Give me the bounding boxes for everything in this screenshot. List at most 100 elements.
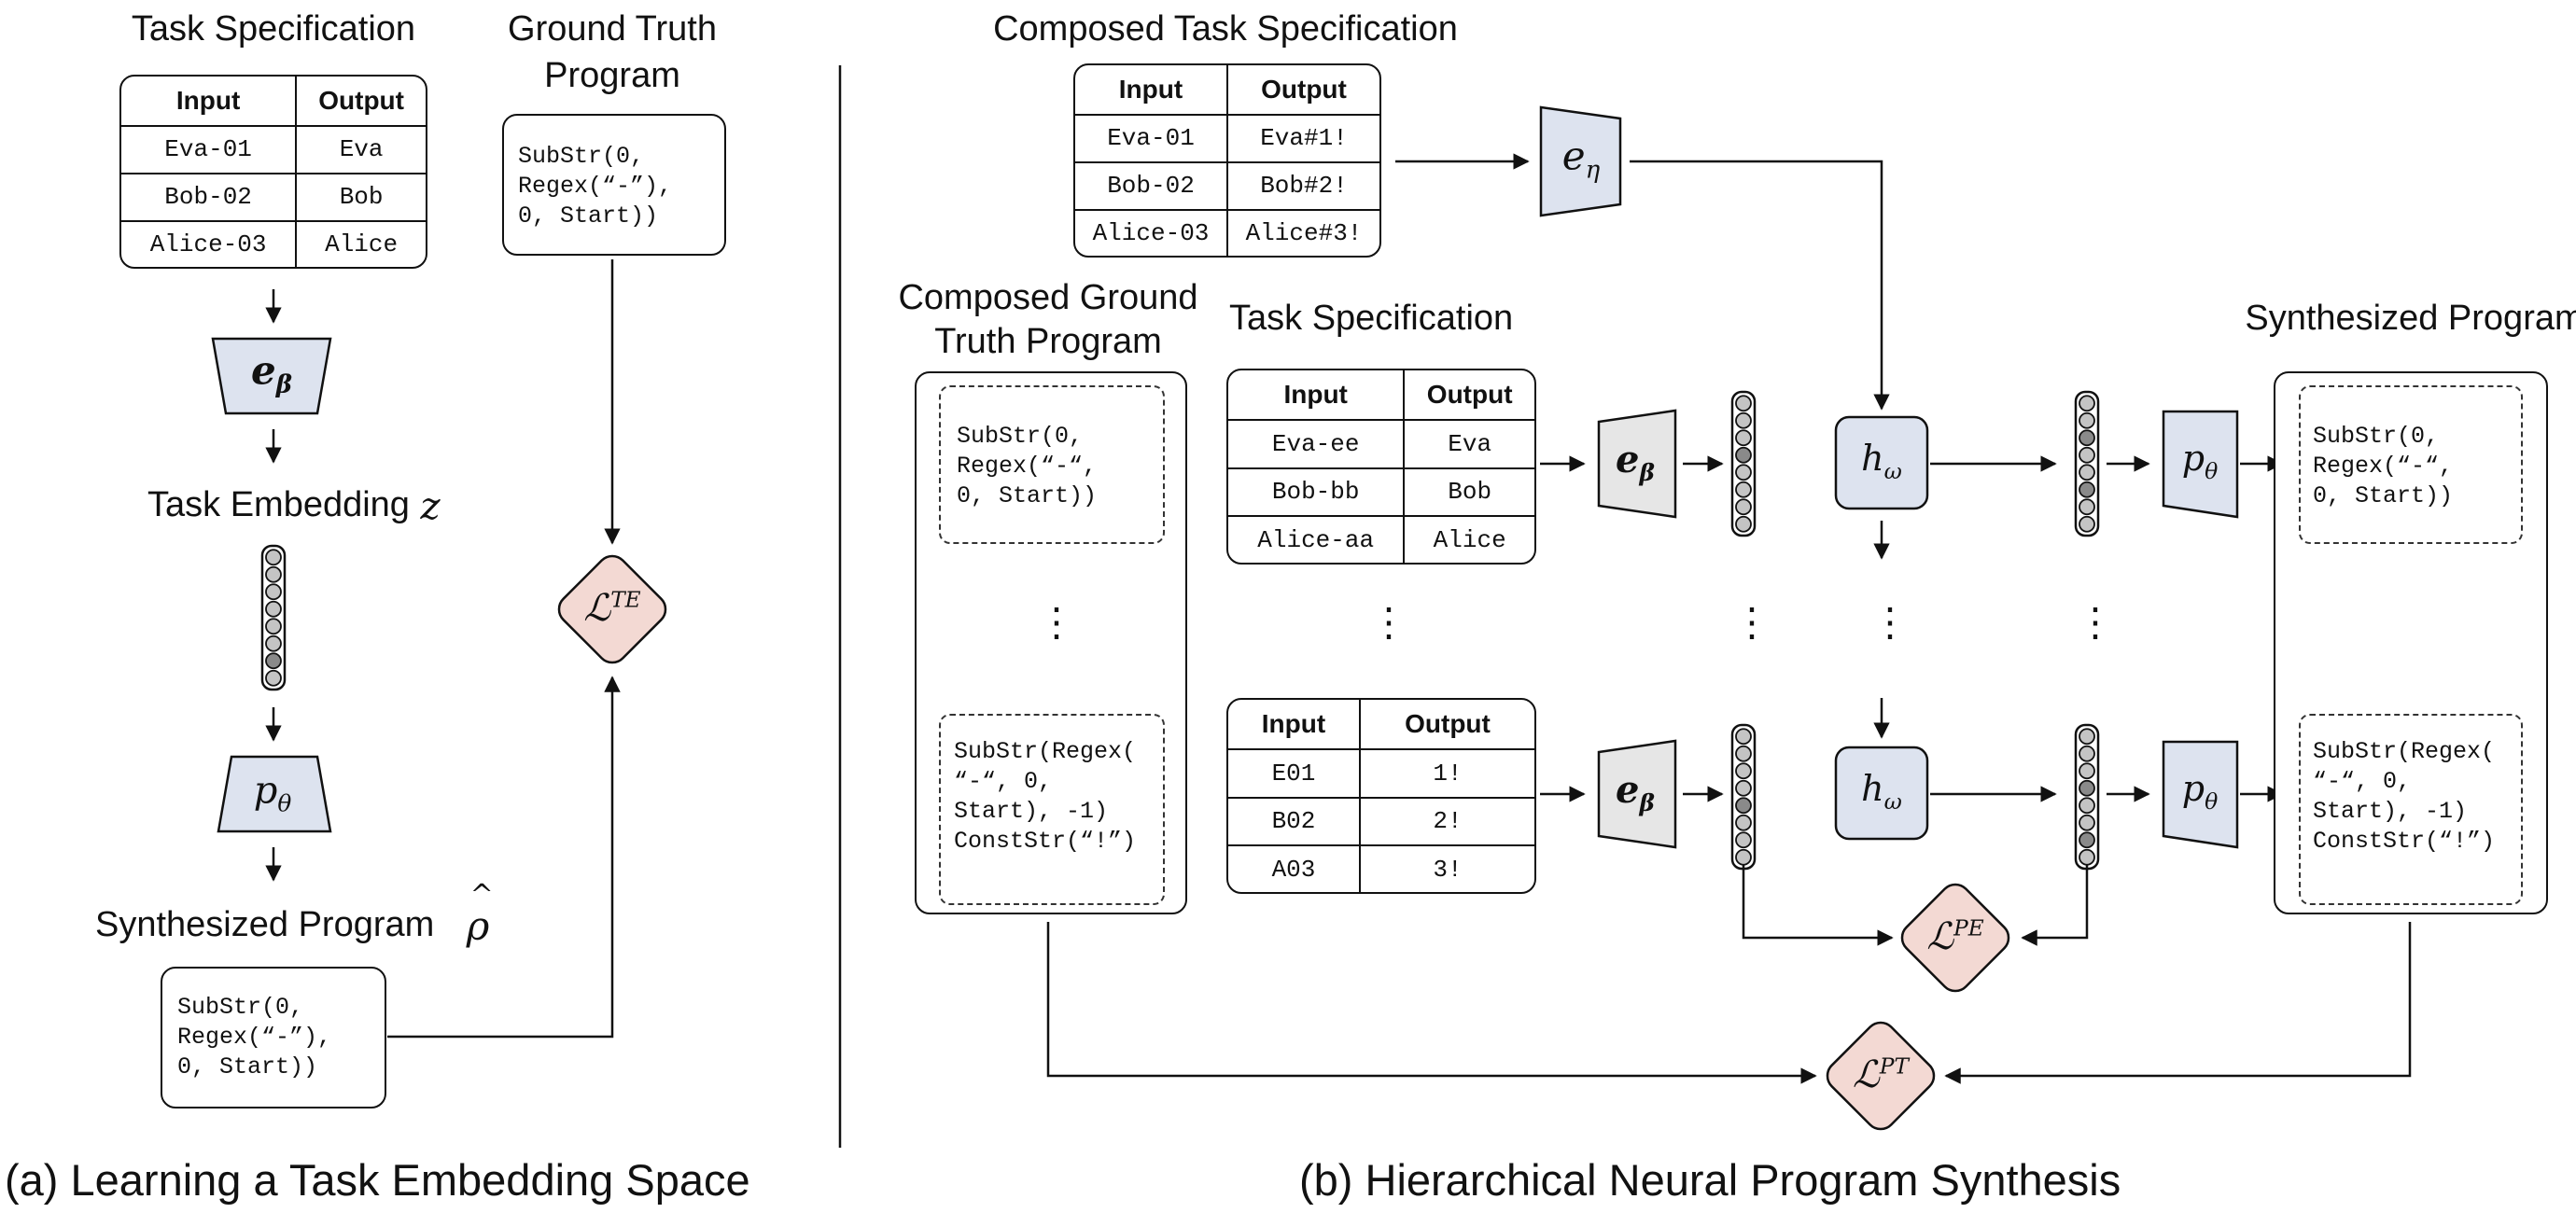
vector-unit	[265, 634, 282, 652]
col-header-output: Output	[295, 77, 426, 126]
embedding-vector-row2	[1730, 723, 1757, 871]
program-vector-row2	[2074, 723, 2100, 871]
composed-gt-program-box	[915, 371, 1187, 914]
vector-unit	[1735, 515, 1752, 533]
composed-encoder-label: eη	[1561, 132, 1601, 185]
vector-unit	[265, 669, 282, 687]
gt-title-line2: Program	[544, 56, 680, 95]
cell: Alice-03	[121, 219, 297, 267]
encoder-e-eta	[1539, 105, 1622, 217]
vdots-gt: ⋮	[1037, 600, 1076, 644]
gt-program-box-a	[502, 114, 726, 256]
vdots-tables: ⋮	[1369, 600, 1408, 644]
cell: Bob#2!	[1226, 160, 1379, 210]
decoder-label-row2: pθ	[2181, 768, 2219, 815]
vector-unit	[1735, 848, 1752, 866]
vector-unit	[2079, 831, 2095, 849]
cell: Alice-03	[1075, 208, 1227, 256]
vector-frame	[2074, 390, 2100, 537]
h-label-row1: hω	[1861, 438, 1902, 484]
loss-pe-diamond	[1900, 883, 2010, 993]
cell: Alice	[1403, 515, 1534, 563]
arrow-synth-to-loss-pt	[1944, 922, 2412, 1084]
gt-title-line1: Ground Truth	[508, 9, 717, 49]
cell: Eva-ee	[1228, 419, 1405, 468]
encoder-label-a: eβ	[250, 347, 293, 399]
vector-unit	[2079, 498, 2095, 516]
cell: Eva	[1403, 419, 1534, 468]
caption-b: (b) Hierarchical Neural Program Synthesi…	[1299, 1155, 2121, 1205]
vector-unit	[1735, 464, 1752, 481]
cell: A03	[1228, 844, 1360, 892]
embedding-vector-row1	[1730, 390, 1757, 537]
encoder-e-beta-row1	[1597, 409, 1677, 519]
vector-unit	[2079, 797, 2095, 815]
vector-unit	[2079, 745, 2095, 762]
vector-unit	[265, 600, 282, 618]
vector-unit	[1735, 429, 1752, 447]
cell: Eva	[295, 124, 426, 174]
cell: Eva#1!	[1226, 113, 1379, 162]
synth-program-2	[2299, 714, 2523, 905]
col-header-output: Output	[1358, 700, 1534, 749]
col-header-output: Output	[1226, 65, 1379, 115]
arrow-gt-to-loss-pt	[1046, 922, 1817, 1084]
vector-unit	[1735, 779, 1752, 797]
col-header-output: Output	[1403, 370, 1534, 420]
cell: Eva-01	[1075, 113, 1227, 162]
loss-pt-label: ℒPT	[1853, 1053, 1909, 1096]
vector-unit	[265, 583, 282, 601]
synth-program-box-a	[161, 967, 386, 1108]
vector-unit	[2079, 446, 2095, 464]
vector-frame	[1730, 390, 1757, 537]
cell: 1!	[1358, 748, 1534, 798]
task-spec-title-b: Task Specification	[1229, 299, 1514, 338]
h-label-row2: hω	[1861, 768, 1902, 815]
encoder-e-beta-row2	[1597, 739, 1677, 849]
col-header-input: Input	[175, 85, 241, 115]
embedding-label: Task Embedding	[147, 485, 410, 524]
vector-unit	[2079, 515, 2095, 533]
vector-unit	[2079, 814, 2095, 831]
synth-title-b: Synthesized Program	[2245, 299, 2576, 338]
synth-code-2: SubStr(Regex( “-“, 0, Start), -1) ConstS…	[2313, 738, 2496, 855]
vector-unit	[265, 652, 282, 670]
arrow-synth-to-loss-te	[387, 676, 621, 1039]
vector-unit	[1735, 831, 1752, 849]
vector-unit	[265, 565, 282, 583]
col-header-input: Input	[1261, 709, 1326, 738]
vector-unit	[1735, 411, 1752, 429]
decoder-p-theta-row1	[2162, 410, 2239, 519]
col-header-input: Input	[1283, 380, 1348, 409]
loss-pt-diamond	[1826, 1021, 1936, 1131]
decoder-p-theta-row2	[2162, 740, 2239, 849]
gt-program-2	[939, 714, 1165, 905]
gt-code-a: SubStr(0, Regex(“-”), 0, Start))	[518, 143, 673, 230]
arrow-program-vector-to-loss-pe	[2021, 865, 2089, 946]
encoder-label-row1: eβ	[1616, 438, 1655, 486]
vector-unit	[2079, 411, 2095, 429]
vector-unit	[1735, 762, 1752, 780]
vector-unit	[2079, 464, 2095, 481]
synth-program-1	[2299, 385, 2523, 544]
vdots-h: ⋮	[1870, 600, 1910, 644]
composed-gt-line2: Truth Program	[934, 322, 1162, 361]
encoder-label-row2: eβ	[1616, 768, 1655, 816]
vector-unit	[265, 618, 282, 635]
loss-pe-label: ℒPE	[1926, 915, 1984, 958]
cell: Bob-bb	[1228, 467, 1405, 516]
vector-unit	[2079, 728, 2095, 746]
col-header-input: Input	[1118, 74, 1183, 104]
gt-program-1	[939, 385, 1165, 544]
cell: Alice	[295, 219, 426, 267]
